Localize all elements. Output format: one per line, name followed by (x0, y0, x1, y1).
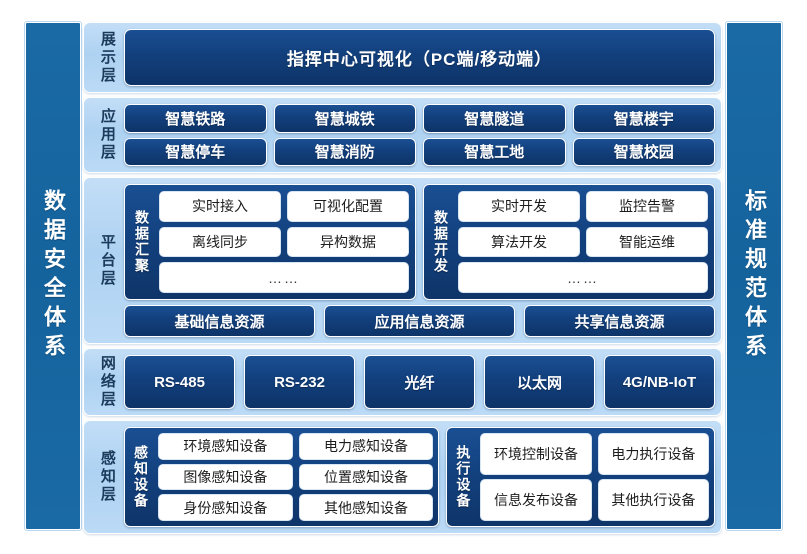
layer-application-label-text: 应用层 (98, 108, 116, 162)
app-item-smart-railway[interactable]: 智慧铁路 (124, 104, 267, 133)
platform-groups: 数据汇聚 实时接入 可视化配置 离线同步 异构数据 (124, 184, 715, 300)
platform-item-algorithm-development[interactable]: 算法开发 (458, 226, 580, 258)
layer-application-body: 智慧铁路 智慧城铁 智慧隧道 智慧楼宇 智慧停车 智慧消防 智慧工地 智慧校园 (124, 104, 715, 166)
sensing-actuators-grid: 环境控制设备 电力执行设备 信息发布设备 其他执行设备 (480, 433, 709, 521)
network-item-ethernet[interactable]: 以太网 (484, 355, 595, 409)
sensing-group-sensors-title: 感知设备 (133, 445, 149, 509)
sensor-item-location[interactable]: 位置感知设备 (298, 463, 434, 491)
sensor-item-environment[interactable]: 环境感知设备 (158, 433, 293, 460)
app-item-smart-building[interactable]: 智慧楼宇 (572, 104, 715, 133)
platform-group-development-label: 数据开发 (430, 191, 452, 293)
platform-item-monitoring-alarm[interactable]: 监控告警 (586, 191, 708, 222)
layer-platform: 平台层 数据汇聚 实时接入 可视化配置 (83, 177, 722, 344)
sensor-item-identity[interactable]: 身份感知设备 (158, 494, 293, 522)
layer-network: 网络层 RS-485 RS-232 光纤 以太网 4G/NB-IoT (83, 348, 722, 416)
app-item-smart-campus[interactable]: 智慧校园 (572, 137, 715, 166)
layer-application: 应用层 智慧铁路 智慧城铁 智慧隧道 智慧楼宇 智慧停车 智慧消防 智慧工地 智… (83, 97, 722, 173)
platform-development-grid: 实时开发 监控告警 算法开发 智能运维 …… (458, 191, 708, 294)
pillar-data-security: 数据安全体系 (25, 22, 81, 530)
pillar-standards: 标准规范体系 (726, 22, 782, 530)
layer-network-label-text: 网络层 (98, 355, 116, 409)
sensing-group-actuators-label: 执行设备 (452, 433, 474, 521)
presentation-command-center-box[interactable]: 指挥中心可视化（PC端/移动端） (124, 29, 715, 86)
layer-presentation-body: 指挥中心可视化（PC端/移动端） (124, 29, 715, 86)
network-item-4g-nbiot[interactable]: 4G/NB-IoT (604, 355, 715, 409)
layer-platform-label-text: 平台层 (98, 233, 116, 288)
platform-group-data-development: 数据开发 实时开发 监控告警 算法开发 智能运维 (423, 184, 715, 300)
platform-item-realtime-development[interactable]: 实时开发 (458, 191, 580, 222)
actuator-item-other[interactable]: 其他执行设备 (597, 479, 709, 521)
layer-platform-body: 数据汇聚 实时接入 可视化配置 离线同步 异构数据 (124, 184, 715, 337)
sensing-sensors-row-2: 图像感知设备 位置感知设备 (158, 463, 434, 491)
platform-development-row-2: 算法开发 智能运维 (458, 226, 708, 258)
platform-development-row-1: 实时开发 监控告警 (458, 191, 708, 222)
platform-aggregation-row-2: 离线同步 异构数据 (159, 226, 409, 258)
sensing-group-sensors-label: 感知设备 (130, 433, 152, 521)
application-row-2: 智慧停车 智慧消防 智慧工地 智慧校园 (124, 137, 715, 166)
sensor-item-power[interactable]: 电力感知设备 (298, 433, 434, 460)
layer-sensing-label-text: 感知层 (98, 450, 116, 504)
actuator-item-info-publishing[interactable]: 信息发布设备 (480, 479, 592, 521)
layer-network-body: RS-485 RS-232 光纤 以太网 4G/NB-IoT (124, 355, 715, 409)
layer-sensing: 感知层 感知设备 环境感知设备 电力感知设备 (83, 420, 722, 534)
sensing-groups: 感知设备 环境感知设备 电力感知设备 图像感知设备 位置感知设备 (124, 427, 715, 527)
layer-presentation-label-text: 展示层 (98, 30, 116, 85)
network-item-rs485[interactable]: RS-485 (124, 355, 235, 409)
sensing-actuators-row-1: 环境控制设备 电力执行设备 (480, 433, 709, 475)
platform-group-development-title: 数据开发 (433, 210, 449, 274)
platform-group-aggregation-label: 数据汇聚 (131, 191, 153, 293)
layer-application-label: 应用层 (90, 104, 124, 166)
sensing-sensors-row-1: 环境感知设备 电力感知设备 (158, 433, 434, 460)
app-item-smart-tunnel[interactable]: 智慧隧道 (423, 104, 566, 133)
platform-aggregation-grid: 实时接入 可视化配置 离线同步 异构数据 …… (159, 191, 409, 294)
platform-item-heterogeneous-data[interactable]: 异构数据 (287, 226, 409, 258)
platform-item-offline-sync[interactable]: 离线同步 (159, 226, 281, 258)
layer-sensing-body: 感知设备 环境感知设备 电力感知设备 图像感知设备 位置感知设备 (124, 427, 715, 527)
sensor-item-other[interactable]: 其他感知设备 (298, 494, 434, 522)
layer-network-label: 网络层 (90, 355, 124, 409)
platform-group-aggregation-title: 数据汇聚 (134, 210, 150, 274)
platform-item-development-more[interactable]: …… (458, 262, 708, 294)
platform-resource-basic-info[interactable]: 基础信息资源 (124, 305, 315, 337)
app-item-smart-construction[interactable]: 智慧工地 (423, 137, 566, 166)
application-row-1: 智慧铁路 智慧城铁 智慧隧道 智慧楼宇 (124, 104, 715, 133)
platform-development-row-3: …… (458, 262, 708, 294)
platform-aggregation-row-1: 实时接入 可视化配置 (159, 191, 409, 222)
platform-resource-row: 基础信息资源 应用信息资源 共享信息资源 (124, 305, 715, 337)
sensing-group-actuators: 执行设备 环境控制设备 电力执行设备 信息发布设备 其他执行设备 (446, 427, 715, 527)
layer-presentation-label: 展示层 (90, 29, 124, 86)
layer-platform-label: 平台层 (90, 184, 124, 337)
sensing-sensors-row-3: 身份感知设备 其他感知设备 (158, 494, 434, 522)
sensing-group-actuators-title: 执行设备 (455, 445, 472, 509)
network-items-row: RS-485 RS-232 光纤 以太网 4G/NB-IoT (124, 355, 715, 409)
app-item-smart-firefighting[interactable]: 智慧消防 (273, 137, 416, 166)
platform-item-aggregation-more[interactable]: …… (159, 262, 409, 294)
sensing-sensors-grid: 环境感知设备 电力感知设备 图像感知设备 位置感知设备 身份感知设备 其他感知设… (158, 433, 434, 522)
platform-item-intelligent-ops[interactable]: 智能运维 (586, 226, 708, 258)
network-item-fiber[interactable]: 光纤 (364, 355, 475, 409)
platform-resource-shared-info[interactable]: 共享信息资源 (524, 305, 715, 337)
actuator-item-power[interactable]: 电力执行设备 (597, 433, 709, 475)
pillar-left-label: 数据安全体系 (41, 189, 66, 363)
sensor-item-image[interactable]: 图像感知设备 (158, 463, 293, 491)
layer-stack: 展示层 指挥中心可视化（PC端/移动端） 应用层 智慧铁路 智慧城铁 智慧隧道 … (83, 22, 722, 534)
app-item-smart-metro[interactable]: 智慧城铁 (273, 104, 416, 133)
platform-group-data-aggregation: 数据汇聚 实时接入 可视化配置 离线同步 异构数据 (124, 184, 416, 300)
sensing-group-sensors: 感知设备 环境感知设备 电力感知设备 图像感知设备 位置感知设备 (124, 427, 440, 527)
platform-item-visual-config[interactable]: 可视化配置 (287, 191, 409, 222)
platform-resource-application-info[interactable]: 应用信息资源 (324, 305, 515, 337)
platform-aggregation-row-3: …… (159, 262, 409, 294)
network-item-rs232[interactable]: RS-232 (244, 355, 355, 409)
layer-presentation: 展示层 指挥中心可视化（PC端/移动端） (83, 22, 722, 93)
sensing-actuators-row-2: 信息发布设备 其他执行设备 (480, 479, 709, 521)
layer-sensing-label: 感知层 (90, 427, 124, 527)
app-item-smart-parking[interactable]: 智慧停车 (124, 137, 267, 166)
pillar-right-label: 标准规范体系 (742, 189, 767, 363)
platform-item-realtime-ingest[interactable]: 实时接入 (159, 191, 281, 222)
actuator-item-environment-control[interactable]: 环境控制设备 (480, 433, 592, 475)
